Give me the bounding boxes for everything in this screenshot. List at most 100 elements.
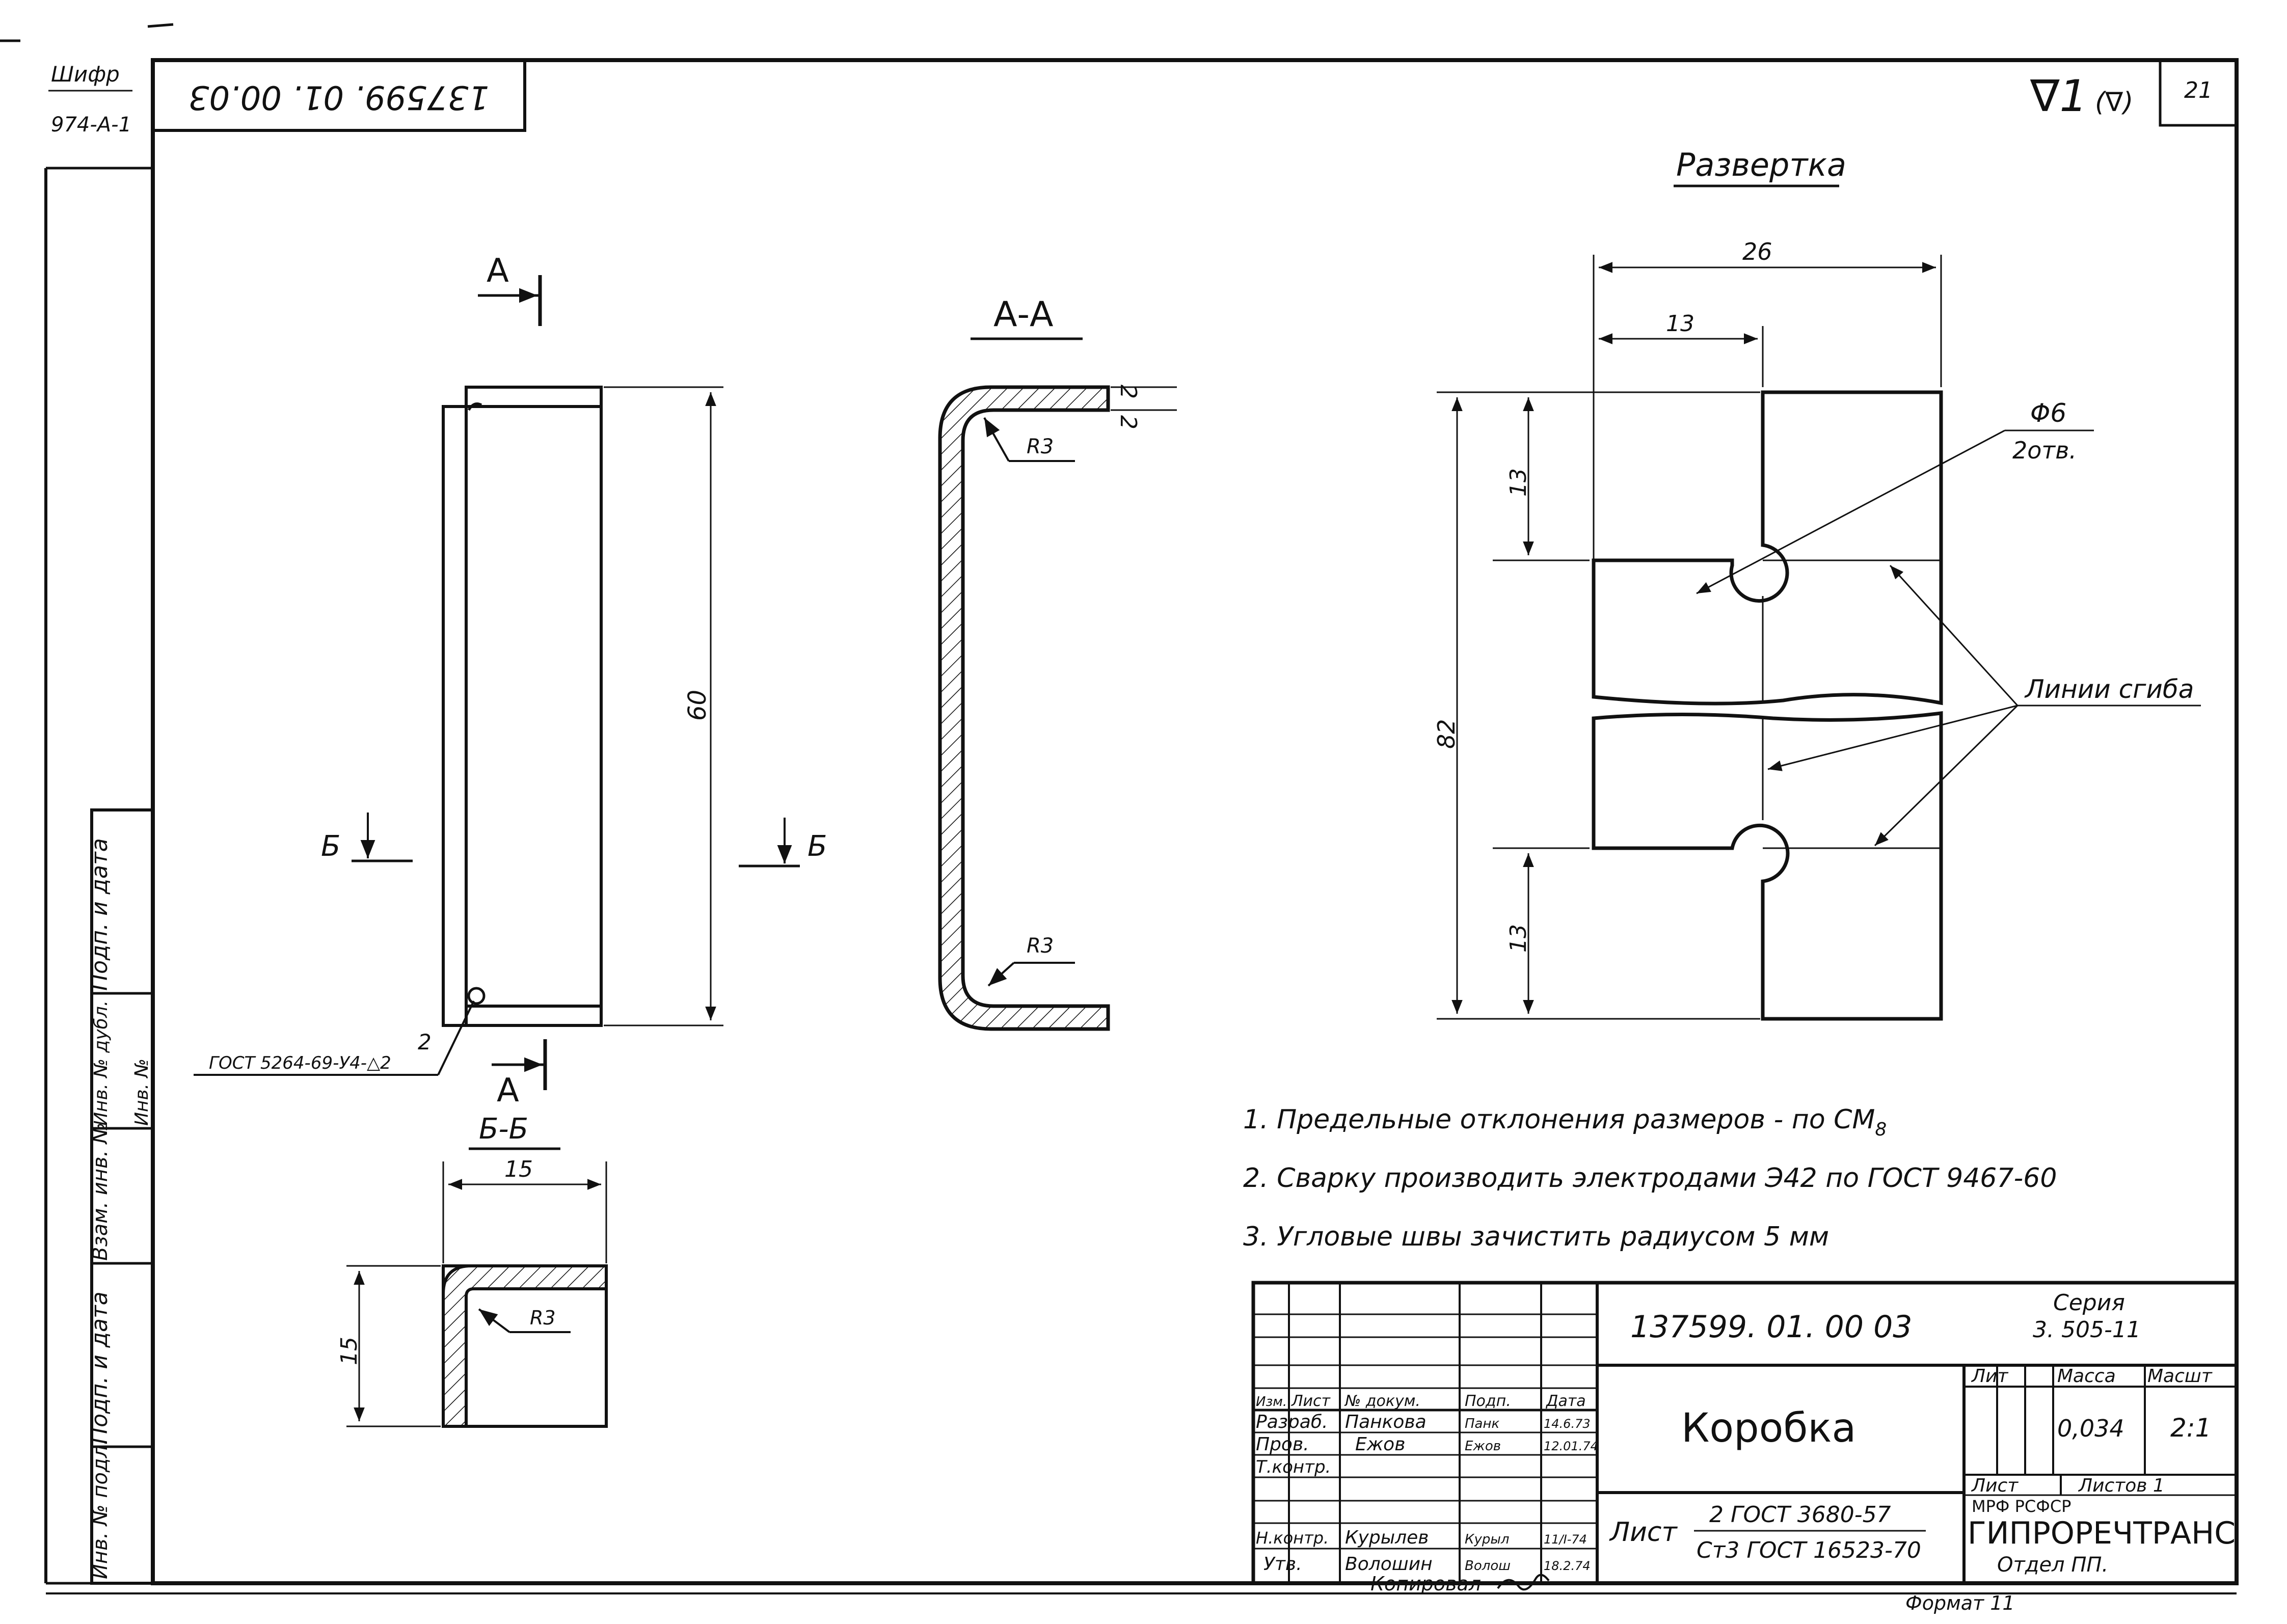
development-title: Развертка [1676,146,1846,183]
main-view: А А Б Б 60 ГОСТ 5264-69-У4-△2 2 [194,252,827,1109]
tb-name: Курылев [1345,1527,1429,1548]
tb-sheet-label: Лист [1971,1475,2019,1496]
tb-series-value: 3. 505-11 [2033,1317,2141,1343]
copied-label: Копировал [1370,1573,1481,1595]
dev-width-total: 26 [1742,238,1772,265]
roughness-paren: (∇) [2095,87,2133,118]
tb-org-name: ГИПРОРЕЧТРАНС [1968,1515,2236,1551]
side-stamp-partial: Инв. № [131,1059,152,1126]
tb-series-label: Серия [2053,1290,2125,1316]
tb-mass-header: Масса [2057,1366,2116,1387]
roughness-symbol: ∇1 (∇) [2030,71,2133,122]
tb-role: Н.контр. [1256,1528,1329,1548]
bend-lines-label: Линии сгиба [2024,674,2194,704]
side-stamp-cell: Подп. и дата [87,1291,113,1444]
format-label: Формат 11 [1905,1592,2015,1614]
note-3: 3. Угловые швы зачистить радиусом 5 мм [1243,1222,1829,1252]
tb-sheets-label: Листов 1 [2078,1475,2165,1496]
section-bb-title: Б-Б [479,1113,528,1146]
tb-sign: Ежов [1465,1439,1501,1454]
roughness-mark: ∇1 [2030,71,2087,122]
tb-name: Волошин [1345,1554,1433,1575]
tb-material-bottom: Ст3 ГОСТ 16523-70 [1697,1537,1921,1563]
tb-designation: 137599. 01. 00 03 [1630,1309,1912,1345]
bottom-annotations: Копировал Формат 11 [1370,1573,2015,1614]
section-aa-title: А-А [993,294,1054,335]
section-aa: А-А 2 2 R3 R3 [938,294,1177,1031]
weld-leg: 2 [418,1030,432,1054]
section-bb: Б-Б 15 15 R3 [336,1113,608,1428]
tb-part-name: Коробка [1681,1405,1856,1451]
tb-col-izm: Изм. [1256,1394,1287,1410]
inverted-code: 137599. 01. 00.03 [189,78,489,116]
tb-lit-header: Лит [1971,1366,2008,1387]
side-stamp-cell: Подп. и дата [87,838,113,991]
tb-col-list: Лист [1291,1392,1331,1410]
tb-role: Пров. [1256,1434,1309,1455]
tb-sign: Панк [1465,1416,1499,1431]
section-a-label-top: А [487,252,509,290]
inverted-code-box: 137599. 01. 00.03 [151,59,526,132]
aa-radius-bottom: R3 [1027,934,1054,958]
tb-mass-value: 0,034 [2057,1415,2124,1442]
tb-role: Т.контр. [1256,1457,1331,1477]
side-stamp: Подп. и дата Инв. № дубл. Взам. инв. № П… [46,808,154,1585]
tb-col-doc: № докум. [1344,1392,1420,1410]
tb-material-label: Лист [1609,1517,1678,1548]
dev-width-half: 13 [1666,311,1694,337]
development-view: Развертка 26 13 82 13 13 Φ6 2отв. Линии … [1433,146,2201,1021]
bb-radius: R3 [530,1307,556,1329]
tb-col-date: Дата [1545,1392,1586,1410]
tb-name: Панкова [1345,1412,1427,1432]
tb-date: 12.01.74 [1544,1439,1598,1453]
section-b-label-left: Б [321,830,340,863]
tb-col-sign: Подп. [1465,1392,1511,1410]
height-dimension: 60 [683,690,712,721]
development-upper [1592,390,1943,706]
technical-notes: 1. Предельные отклонения размеров - по С… [1243,1104,2057,1252]
drawing-frame [0,23,2239,1594]
tb-role: Разраб. [1256,1412,1328,1432]
section-b-label-right: Б [808,830,827,863]
tb-name: Ежов [1355,1434,1405,1455]
tb-role: Утв. [1263,1554,1302,1575]
section-a-label-bottom: А [497,1072,519,1109]
aa-thickness: 2 [1115,385,1141,399]
tb-date: 18.2.74 [1544,1559,1591,1573]
cipher-box: Шифр 974-А-1 [46,62,153,170]
tb-sign: Курыл [1465,1532,1510,1547]
copied-signature [1497,1574,1550,1591]
hole-diameter: Φ6 [2030,398,2066,428]
channel-profile [938,385,1110,1031]
weld-note: ГОСТ 5264-69-У4-△2 [209,1053,391,1073]
tb-scale-value: 2:1 [2170,1413,2211,1443]
title-block: Изм. Лист № докум. Подп. Дата Разраб. Па… [1251,1281,2239,1585]
sheet-number: 21 [2184,77,2213,103]
aa-radius-top: R3 [1027,435,1054,458]
tb-org-dept: Отдел ПП. [1997,1553,2108,1577]
cipher-label: Шифр [51,62,120,87]
tb-date: 11/I-74 [1544,1532,1587,1547]
tb-material-top: 2 ГОСТ 3680-57 [1709,1502,1891,1528]
tb-org-line1: МРФ РСФСР [1972,1497,2071,1516]
dev-height-top: 13 [1505,468,1531,497]
dev-height-bottom: 13 [1505,924,1531,953]
tb-date: 14.6.73 [1544,1417,1591,1431]
development-lower [1592,711,1943,1021]
bb-width: 15 [504,1156,533,1182]
side-stamp-cell: Инв. № подл. [89,1439,112,1579]
tb-scale-header: Масшт [2147,1366,2213,1387]
side-stamp-cell: Взам. инв. № [89,1122,112,1261]
sheet-number-box: 21 [2159,59,2238,127]
cipher-value: 974-А-1 [51,113,131,137]
note-2: 2. Сварку производить электродами Э42 по… [1243,1163,2057,1194]
tb-sign: Волош [1465,1558,1511,1574]
aa-thickness-2: 2 [1115,415,1141,429]
angle-profile [442,1264,608,1428]
note-1: 1. Предельные отклонения размеров - по С… [1243,1104,1887,1140]
dev-height-total: 82 [1433,719,1460,749]
side-stamp-cell: Инв. № дубл. [91,1000,112,1126]
hole-count: 2отв. [2012,437,2077,464]
bb-height: 15 [336,1337,362,1365]
